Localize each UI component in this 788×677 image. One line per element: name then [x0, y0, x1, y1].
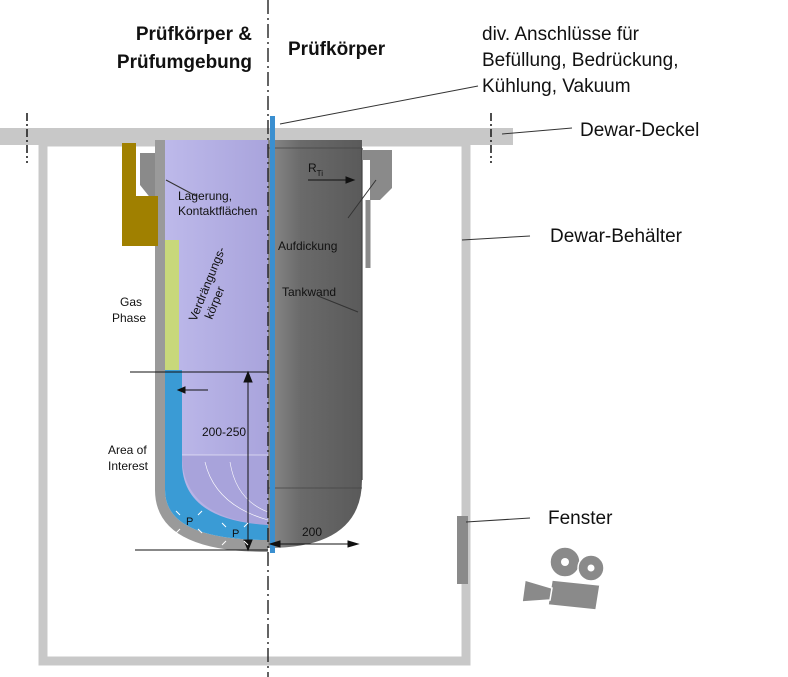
svg-text:P: P — [186, 516, 193, 528]
displacement-body — [165, 140, 268, 525]
label-dewar-lid: Dewar-Deckel — [580, 120, 699, 141]
label-radius-sub: Ti — [317, 169, 324, 178]
label-window: Fenster — [548, 508, 613, 529]
specimen-wall — [155, 140, 268, 552]
dewar-lid — [0, 128, 513, 145]
bearing-contact — [122, 143, 158, 246]
label-bearing-line2: Kontaktflächen — [178, 204, 257, 218]
leader-lines — [165, 85, 573, 523]
label-radius: RTi — [308, 161, 323, 178]
label-radius-main: R — [308, 161, 317, 175]
connection-pipe — [270, 116, 275, 553]
header-left-line1: Prüfkörper & — [136, 24, 252, 45]
label-tank-wall: Tankwand — [282, 285, 336, 299]
tank-body — [268, 140, 362, 548]
label-dim-height: 200-250 — [202, 425, 246, 439]
pressure-symbol-1: P — [175, 510, 203, 534]
pressure-symbol-2: P — [221, 522, 249, 546]
gas-phase-bar — [165, 240, 179, 370]
svg-text:P: P — [232, 528, 239, 540]
label-dewar-vessel: Dewar-Behälter — [550, 226, 683, 247]
left-half-section — [122, 140, 268, 552]
header-left-line2: Prüfumgebung — [117, 52, 252, 73]
window-pane — [457, 516, 468, 584]
label-connections-line1: div. Anschlüsse für — [482, 24, 640, 45]
header-right: Prüfkörper — [288, 39, 386, 60]
label-dim-width: 200 — [302, 525, 322, 539]
label-thickening: Aufdickung — [278, 239, 337, 253]
right-half-section — [268, 140, 392, 548]
label-gas-line2: Phase — [112, 311, 146, 325]
label-area-line2: Interest — [108, 459, 149, 473]
label-gas-line1: Gas — [120, 295, 142, 309]
video-camera-icon — [521, 546, 605, 611]
label-connections-line3: Kühlung, Vakuum — [482, 76, 631, 97]
thickening-collar — [362, 150, 392, 200]
label-bearing-line1: Lagerung, — [178, 189, 232, 203]
label-area-line1: Area of — [108, 443, 147, 457]
label-connections-line2: Befüllung, Bedrückung, — [482, 50, 678, 71]
displacement-body-bottom — [182, 455, 268, 525]
